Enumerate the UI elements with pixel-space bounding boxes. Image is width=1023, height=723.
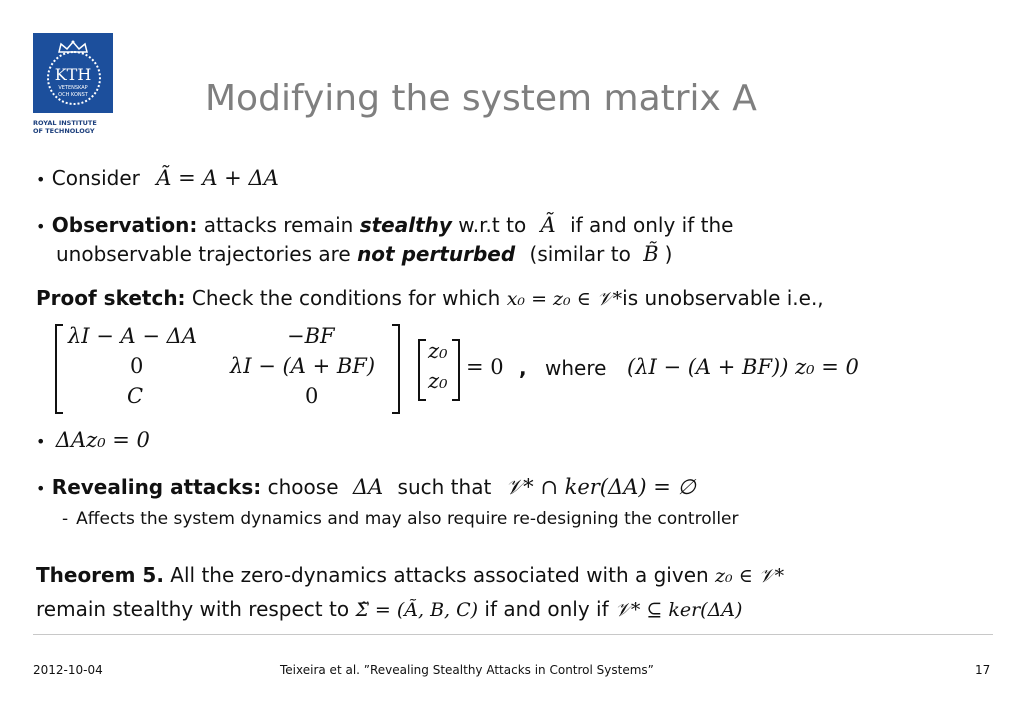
theorem-line2: remain stealthy with respect to Σ̃ = (Ã,… bbox=[36, 597, 742, 621]
bullet-dot: • bbox=[36, 432, 46, 451]
proof-math: x₀ = z₀ ∈ 𝒱* bbox=[506, 288, 623, 310]
matrix-left-bracket bbox=[55, 324, 63, 414]
matrix-equals-zero: = 0 bbox=[466, 355, 504, 379]
bullet-consider-text: Consider bbox=[51, 166, 140, 190]
observation-text-2: w.r.t to bbox=[451, 213, 533, 237]
theorem-line1: Theorem 5. All the zero-dynamics attacks… bbox=[36, 563, 784, 587]
logo-ring bbox=[47, 51, 101, 105]
footer-divider bbox=[33, 634, 993, 635]
observation-label: Observation: bbox=[51, 213, 198, 237]
proof-label: Proof sketch: bbox=[36, 286, 186, 310]
logo-caption-line2: OF TECHNOLOGY bbox=[33, 127, 95, 135]
subpoint-dash: - bbox=[62, 509, 69, 529]
bullet-consider: • Consider Ã = A + ΔA bbox=[36, 166, 279, 190]
logo-text-sub1: VETENSKAP bbox=[58, 85, 88, 91]
theorem-math-1: z₀ ∈ 𝒱* bbox=[715, 565, 785, 587]
logo-caption-line1: ROYAL INSTITUTE bbox=[33, 119, 97, 127]
vector-left-bracket bbox=[418, 339, 426, 401]
logo-text-main: KTH bbox=[54, 65, 92, 84]
slide-title: Modifying the system matrix A bbox=[205, 78, 757, 119]
observation-l2-text-2: (similar to bbox=[523, 242, 638, 266]
footer-page-number: 17 bbox=[975, 663, 991, 677]
proof-sketch: Proof sketch: Check the conditions for w… bbox=[36, 286, 824, 310]
bullet-delta-a: • ΔAz₀ = 0 bbox=[36, 428, 150, 452]
theorem-math-2: Σ̃ = (Ã, B, C) bbox=[355, 599, 479, 621]
observation-stealthy: stealthy bbox=[359, 213, 452, 237]
bullet-revealing: • Revealing attacks: choose ΔA such that… bbox=[36, 475, 696, 500]
proof-text-2: is unobservable i.e., bbox=[622, 286, 824, 310]
theorem-text-1: All the zero-dynamics attacks associated… bbox=[163, 563, 716, 587]
observation-l2-math: B̃ bbox=[643, 242, 659, 266]
matrix-condition: (λI − (A + BF)) z₀ = 0 bbox=[627, 355, 859, 379]
theorem-text-3: if and only if bbox=[478, 597, 615, 621]
observation-math: Ã bbox=[540, 213, 556, 237]
vector-entry-1: z₀ bbox=[428, 339, 448, 363]
observation-not-perturbed: not perturbed bbox=[357, 242, 516, 266]
revealing-subpoint-text: Affects the system dynamics and may also… bbox=[76, 509, 739, 529]
revealing-math-1: ΔA bbox=[352, 475, 384, 499]
matrix-r3c1: C bbox=[127, 384, 144, 408]
vector-right-bracket bbox=[452, 339, 460, 401]
revealing-text-1: choose bbox=[261, 475, 345, 499]
bullet-dot: • bbox=[36, 217, 46, 236]
revealing-math-2: 𝒱* ∩ ker(ΔA) = ∅ bbox=[505, 475, 696, 499]
revealing-text-2: such that bbox=[391, 475, 498, 499]
revealing-subpoint: -Affects the system dynamics and may als… bbox=[62, 509, 739, 529]
matrix-r2c2: λI − (A + BF) bbox=[230, 354, 376, 378]
matrix-r1c1: λI − A − ΔA bbox=[68, 324, 197, 348]
theorem-label: Theorem 5. bbox=[36, 563, 164, 587]
observation-l2-text-3: ) bbox=[664, 242, 673, 266]
bullet-observation-line2: unobservable trajectories are not pertur… bbox=[56, 242, 672, 266]
kth-logo: KTH VETENSKAP OCH KONST bbox=[33, 33, 113, 113]
matrix-r1c2: −BF bbox=[287, 324, 335, 348]
matrix-right-bracket bbox=[392, 324, 400, 414]
footer-citation: Teixeira et al. ”Revealing Stealthy Atta… bbox=[280, 663, 654, 677]
bullet-dot: • bbox=[36, 479, 46, 498]
observation-l2-text-1: unobservable trajectories are bbox=[56, 242, 358, 266]
crown-icon bbox=[57, 39, 89, 53]
logo-text-sub2: OCH KONST bbox=[58, 92, 88, 98]
bullet-consider-math: Ã = A + ΔA bbox=[156, 166, 279, 190]
revealing-label: Revealing attacks: bbox=[51, 475, 262, 499]
vector-entry-2: z₀ bbox=[428, 369, 448, 393]
observation-text-3: if and only if the bbox=[563, 213, 734, 237]
logo-caption: ROYAL INSTITUTE OF TECHNOLOGY bbox=[33, 119, 117, 135]
bullet-delta-a-math: ΔAz₀ = 0 bbox=[55, 428, 150, 452]
matrix-r3c2: 0 bbox=[305, 384, 319, 408]
matrix-r2c1: 0 bbox=[130, 354, 144, 378]
matrix-where: where bbox=[545, 356, 607, 380]
theorem-math-3: 𝒱* ⊆ ker(ΔA) bbox=[615, 599, 743, 621]
observation-text-1: attacks remain bbox=[197, 213, 360, 237]
footer-date: 2012-10-04 bbox=[33, 663, 103, 677]
theorem-text-2: remain stealthy with respect to bbox=[36, 597, 356, 621]
bullet-observation: • Observation: attacks remain stealthy w… bbox=[36, 213, 733, 237]
matrix-comma: , bbox=[519, 356, 527, 380]
bullet-dot: • bbox=[36, 170, 46, 189]
proof-text-1: Check the conditions for which bbox=[185, 286, 507, 310]
